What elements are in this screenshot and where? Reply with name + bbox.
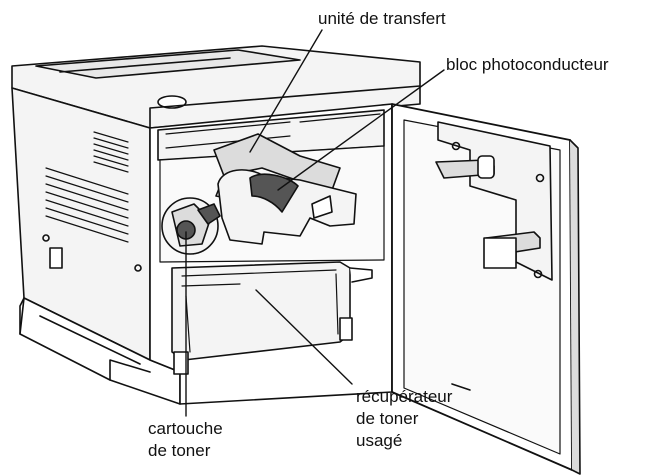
label-transfer-unit: unité de transfert: [318, 8, 446, 30]
label-waste-line-1: récupérateur: [356, 387, 453, 406]
label-waste-collector: récupérateur de toner usagé: [356, 386, 452, 452]
label-waste-line-2: de toner: [356, 409, 419, 428]
side-vent-lower: [45, 167, 129, 243]
leader-line-waste-collector: [255, 289, 353, 385]
paper-output-slot: [59, 57, 231, 73]
label-toner-line-1: cartouche: [148, 419, 223, 438]
side-screw-2: [134, 264, 142, 272]
door-roller-upper-end: [477, 155, 495, 179]
door-lever-lower-box: [483, 237, 517, 269]
label-toner-line-2: de toner: [148, 441, 211, 460]
label-photoconductor: bloc photoconducteur: [446, 54, 609, 76]
label-toner-cartridge: cartouche de toner: [148, 418, 223, 462]
side-connector: [49, 247, 63, 269]
label-transfer-unit-text: unité de transfert: [318, 9, 446, 28]
paper-output-tray: [35, 49, 301, 79]
leader-lines: [185, 29, 445, 417]
waste-collector-clip-right: [339, 317, 353, 341]
label-waste-line-3: usagé: [356, 431, 403, 450]
leader-line-photoconductor: [277, 69, 445, 191]
side-screw-1: [42, 234, 50, 242]
side-vent-upper: [93, 131, 129, 173]
waste-collector-clip-left: [173, 351, 189, 375]
label-photoconductor-text: bloc photoconducteur: [446, 55, 609, 74]
leader-line-transfer-unit: [249, 29, 323, 153]
